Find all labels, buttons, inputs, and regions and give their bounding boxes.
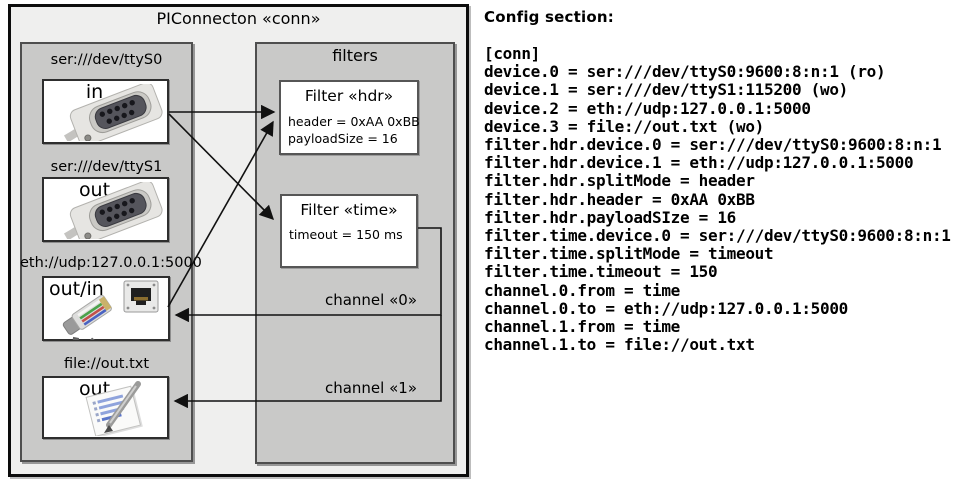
config-line: channel.1.from = time	[484, 317, 680, 337]
serial-port-icon	[63, 182, 163, 239]
config-line: channel.0.from = time	[484, 280, 680, 300]
channel-1-label: channel «1»	[324, 379, 417, 397]
config-line: [conn]	[484, 44, 540, 63]
channel-0-label: channel «0»	[324, 291, 417, 309]
device-direction-label: out	[78, 179, 111, 201]
device-url-label-ttys1: ser:///dev/ttyS1	[50, 159, 163, 175]
serial-port-icon	[63, 84, 163, 141]
diagram-title: PIConnecton «conn»	[156, 9, 321, 28]
config-line: filter.hdr.header = 0xAA 0xBB	[484, 189, 755, 209]
filter-hdr-attr-header: header = 0xAA 0xBB	[288, 114, 420, 129]
filter-hdr-attr-payloadsize: payloadSize = 16	[288, 131, 398, 146]
device-direction-label: out/in	[49, 278, 104, 300]
filter-hdr-title: Filter «hdr»	[304, 87, 394, 105]
notepad-icon	[85, 381, 143, 436]
device-url-label-file: file://out.txt	[63, 356, 150, 372]
config-line: device.3 = file://out.txt (wo)	[484, 116, 764, 136]
config-line: device.0 = ser:///dev/ttyS0:9600:8:n:1 (…	[484, 62, 886, 82]
device-url-label-eth: eth://udp:127.0.0.1:5000	[20, 255, 202, 271]
config-section: [conn] device.0 = ser:///dev/ttyS0:9600:…	[484, 44, 951, 355]
config-line: filter.time.device.0 = ser:///dev/ttyS0:…	[484, 226, 951, 246]
device-direction-label: in	[85, 81, 104, 103]
device-box-file: out	[42, 376, 169, 439]
config-line: channel.1.to = file://out.txt	[484, 335, 755, 355]
config-line: filter.hdr.splitMode = header	[484, 171, 755, 191]
config-section-heading: Config section:	[484, 8, 614, 26]
config-line: filter.time.timeout = 150	[484, 262, 718, 282]
config-line: filter.time.splitMode = timeout	[484, 244, 774, 264]
filter-time-attr-timeout: timeout = 150 ms	[289, 227, 403, 242]
ethernet-plug-icon	[62, 294, 112, 340]
ethernet-icon	[62, 280, 159, 340]
config-line: device.1 = ser:///dev/ttyS1:115200 (wo)	[484, 80, 848, 100]
config-line: device.2 = eth://udp:127.0.0.1:5000	[484, 98, 811, 118]
config-line: channel.0.to = eth://udp:127.0.0.1:5000	[484, 298, 848, 318]
filter-time-box: Filter «time» timeout = 150 ms	[280, 194, 418, 268]
filters-panel-title: filters	[332, 46, 378, 65]
pen-icon	[104, 381, 141, 433]
filter-time-title: Filter «time»	[300, 201, 398, 219]
device-box-ttys1: out	[42, 177, 169, 242]
filter-hdr-box: Filter «hdr» header = 0xAA 0xBB payloadS…	[279, 80, 420, 155]
config-line: filter.hdr.device.0 = ser:///dev/ttyS0:9…	[484, 135, 942, 155]
config-line: filter.hdr.device.1 = eth://udp:127.0.0.…	[484, 153, 914, 173]
device-box-eth: out/in	[42, 276, 170, 341]
ethernet-jack-icon	[123, 280, 159, 313]
config-line: filter.hdr.payloadSIze = 16	[484, 207, 736, 227]
device-url-label-ttys0: ser:///dev/ttyS0	[50, 52, 163, 68]
device-box-ttys0: in	[42, 79, 169, 144]
